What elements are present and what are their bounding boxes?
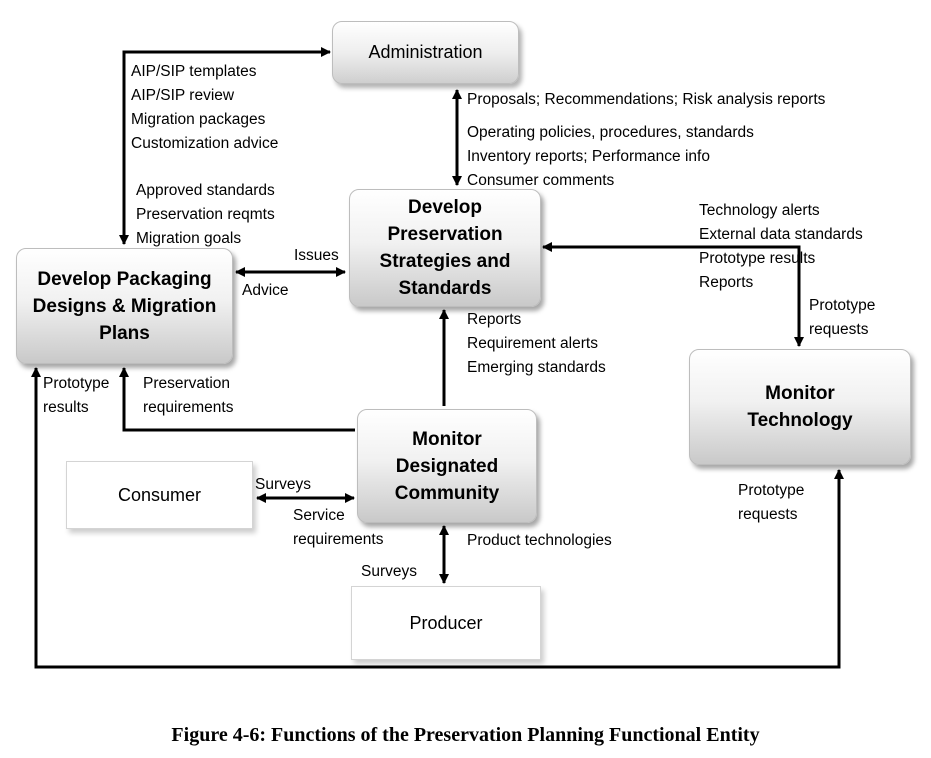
label-technology-to-strategies: Technology alerts External data standard… <box>699 202 863 291</box>
administration-label: Administration <box>368 42 483 62</box>
consumer-box: Consumer <box>66 461 253 529</box>
label-packaging-to-admin: Approved standards Preservation reqmts M… <box>136 182 275 247</box>
monitor-technology-label: Monitor Technology <box>747 383 853 431</box>
monitor-community-box: Monitor Designated Community <box>357 409 537 523</box>
label-strategies-to-admin: Proposals; Recommendations; Risk analysi… <box>467 91 826 108</box>
develop-strategies-label: Develop Preservation Strategies and Stan… <box>379 197 511 299</box>
label-surveys-producer: Surveys <box>361 563 417 580</box>
label-admin-to-strategies: Operating policies, procedures, standard… <box>467 124 754 189</box>
figure-caption: Figure 4-6: Functions of the Preservatio… <box>171 724 760 746</box>
producer-label: Producer <box>409 612 483 633</box>
develop-packaging-box: Develop Packaging Designs & Migration Pl… <box>16 248 233 364</box>
arrow-technology-packaging-loop <box>31 367 844 669</box>
arrow-technology-strategies <box>542 242 804 347</box>
label-advice: Advice <box>242 282 289 299</box>
label-surveys-consumer: Surveys <box>255 476 311 493</box>
label-admin-to-packaging: AIP/SIP templates AIP/SIP review Migrati… <box>131 63 279 152</box>
arrow-admin-packaging <box>119 47 331 245</box>
develop-packaging-label: Develop Packaging Designs & Migration Pl… <box>32 268 217 344</box>
label-community-to-strategies: Reports Requirement alerts Emerging stan… <box>467 311 606 376</box>
administration-box: Administration <box>332 21 519 84</box>
producer-box: Producer <box>351 586 541 660</box>
monitor-community-label: Monitor Designated Community <box>394 428 500 504</box>
label-product-technologies: Product technologies <box>467 532 612 549</box>
label-prototype-results: Prototype results <box>43 375 110 416</box>
label-prototype-requests-bottom: Prototype requests <box>738 482 805 523</box>
label-service-requirements: Service requirements <box>293 507 384 548</box>
label-issues: Issues <box>294 247 339 264</box>
consumer-label: Consumer <box>117 484 202 505</box>
label-prototype-requests-top: Prototype requests <box>809 297 876 338</box>
label-preservation-requirements: Preservation requirements <box>143 375 234 416</box>
develop-strategies-box: Develop Preservation Strategies and Stan… <box>349 189 541 307</box>
monitor-technology-box: Monitor Technology <box>689 349 911 465</box>
